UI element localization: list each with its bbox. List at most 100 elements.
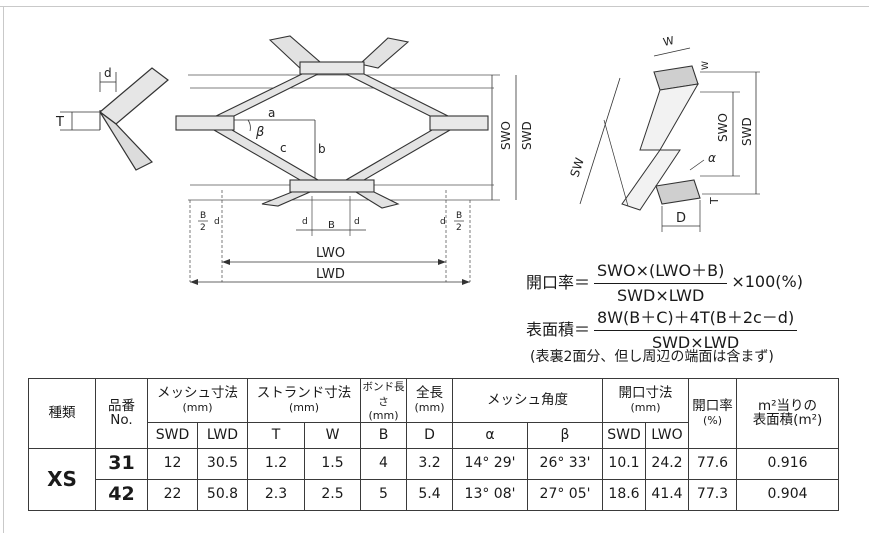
label-swd-right: SWD bbox=[740, 117, 754, 146]
header-strand: ストランド寸法 (mm) bbox=[247, 378, 361, 423]
cell-d: 3.2 bbox=[406, 447, 453, 480]
cell-d: 5.4 bbox=[406, 478, 453, 511]
open-ratio-fraction: SWO×(LWO＋B) SWD×LWD bbox=[594, 257, 728, 305]
header-item-no-line1: 品番 bbox=[108, 397, 135, 414]
surface-area-numerator: 8W(B＋C)＋4T(B＋2c－d) bbox=[594, 304, 798, 331]
cell-lwd: 30.5 bbox=[197, 447, 248, 480]
table-row: 42 22 50.8 2.3 2.5 5 5.4 13° 08' 27° 05'… bbox=[29, 478, 839, 511]
page-frame-top bbox=[0, 6, 869, 7]
header-item-no: 品番 No. bbox=[95, 378, 148, 449]
header-strand-unit: (mm) bbox=[288, 401, 319, 415]
header-t: T bbox=[247, 421, 305, 449]
open-ratio-numerator: SWO×(LWO＋B) bbox=[594, 257, 728, 284]
header-opening-unit: (mm) bbox=[630, 401, 661, 415]
cell-alpha: 14° 29' bbox=[452, 447, 528, 480]
open-ratio-formula: 開口率＝ SWO×(LWO＋B) SWD×LWD ×100(%) bbox=[526, 257, 803, 305]
header-alpha: α bbox=[452, 421, 528, 449]
cell-t: 1.2 bbox=[247, 447, 305, 480]
strand-side-view: SWO SWD W W SW α D T bbox=[568, 34, 760, 232]
header-strand-label: ストランド寸法 bbox=[256, 385, 352, 402]
header-mesh-unit: (mm) bbox=[182, 401, 213, 415]
surface-area-note: (表裏2面分、但し周辺の端面は含まず) bbox=[530, 349, 774, 365]
diamond-mesh-figure: a β c b SWO SWD B 2 d d B d d B 2 LWO bbox=[175, 35, 534, 285]
cell-beta: 27° 05' bbox=[527, 478, 603, 511]
label-two-left: 2 bbox=[200, 223, 206, 233]
cell-lwo: 41.4 bbox=[645, 478, 689, 511]
header-opening-swd: SWD bbox=[602, 421, 646, 449]
open-ratio-suffix: ×100(%) bbox=[731, 271, 803, 291]
label-t-left: T bbox=[55, 115, 64, 130]
label-w-side: W bbox=[701, 61, 711, 70]
surface-area-fraction: 8W(B＋C)＋4T(B＋2c－d) SWD×LWD bbox=[594, 304, 798, 352]
label-lwd: LWD bbox=[316, 267, 345, 282]
cell-swd: 12 bbox=[147, 447, 198, 480]
cell-ratio: 77.3 bbox=[688, 478, 737, 511]
label-d-left: d bbox=[104, 66, 112, 80]
label-c: c bbox=[280, 141, 287, 155]
cell-area: 0.904 bbox=[736, 478, 839, 511]
label-swd: SWD bbox=[520, 121, 534, 150]
label-w-top: W bbox=[662, 34, 675, 49]
label-a: a bbox=[268, 106, 275, 120]
label-t-right: T bbox=[708, 197, 721, 205]
label-lwo: LWO bbox=[316, 246, 345, 261]
cell-area: 0.916 bbox=[736, 447, 839, 480]
cell-b: 4 bbox=[360, 447, 407, 480]
header-bond-unit: (mm) bbox=[368, 408, 399, 422]
header-b: B bbox=[360, 421, 407, 449]
label-d-right: D bbox=[676, 211, 686, 226]
header-beta: β bbox=[527, 421, 603, 449]
table-row: XS 31 12 30.5 1.2 1.5 4 3.2 14° 29' 26° … bbox=[28, 447, 839, 511]
surface-area-denominator: SWD×LWD bbox=[651, 333, 740, 352]
cell-lwd: 50.8 bbox=[197, 478, 248, 511]
header-total: 全長 (mm) bbox=[406, 378, 453, 423]
label-d-mid-left: d bbox=[214, 217, 220, 227]
category-cell: XS bbox=[28, 447, 96, 511]
open-ratio-denominator: SWD×LWD bbox=[617, 286, 705, 305]
header-mesh-label: メッシュ寸法 bbox=[157, 385, 238, 402]
cell-swd: 22 bbox=[147, 478, 198, 511]
header-d: D bbox=[406, 421, 453, 449]
header-ratio-label: 開口率 bbox=[692, 398, 733, 415]
label-d-mid-right: d bbox=[440, 217, 446, 227]
cell-beta: 26° 33' bbox=[527, 447, 603, 480]
page-frame-left bbox=[3, 6, 4, 533]
header-ratio-unit: (%) bbox=[702, 414, 723, 428]
header-lwo: LWO bbox=[645, 421, 689, 449]
label-beta: β bbox=[255, 125, 264, 140]
label-b: b bbox=[318, 142, 326, 156]
expanded-metal-diagram: d T a β c b SWO SWD bbox=[55, 34, 760, 285]
label-two-right: 2 bbox=[456, 223, 462, 233]
surface-area-formula: 表面積＝ 8W(B＋C)＋4T(B＋2c－d) SWD×LWD bbox=[526, 304, 801, 352]
cell-opening-swd: 10.1 bbox=[602, 447, 646, 480]
header-area-line1: m²当りの bbox=[757, 397, 818, 414]
cell-b: 5 bbox=[360, 478, 407, 511]
label-b-half-left: B bbox=[200, 211, 206, 221]
header-area-line2: 表面積(m²) bbox=[752, 412, 823, 429]
label-swo: SWO bbox=[499, 121, 513, 150]
open-ratio-label: 開口率＝ bbox=[526, 273, 591, 292]
header-area: m²当りの 表面積(m²) bbox=[736, 378, 839, 449]
cell-opening-swd: 18.6 bbox=[602, 478, 646, 511]
cell-w: 2.5 bbox=[304, 478, 361, 511]
label-b-half-right: B bbox=[456, 211, 462, 221]
cell-alpha: 13° 08' bbox=[452, 478, 528, 511]
cell-w: 1.5 bbox=[304, 447, 361, 480]
header-angle: メッシュ角度 bbox=[452, 378, 603, 423]
label-swo-right: SWO bbox=[716, 113, 730, 142]
header-w: W bbox=[304, 421, 361, 449]
specification-table: 種類 品番 No. メッシュ寸法 (mm) ストランド寸法 (mm) ボンド長さ… bbox=[28, 378, 839, 511]
header-opening-label: 開口寸法 bbox=[618, 385, 673, 402]
header-total-label: 全長 bbox=[416, 385, 443, 402]
label-d-mid-b: d bbox=[354, 217, 360, 227]
label-sw: SW bbox=[568, 156, 587, 179]
label-alpha: α bbox=[708, 151, 716, 165]
header-type: 種類 bbox=[28, 378, 96, 449]
strand-cross-section-detail: d T bbox=[55, 66, 169, 171]
header-item-no-line2: No. bbox=[110, 412, 133, 429]
surface-area-label: 表面積＝ bbox=[526, 320, 591, 339]
header-bond-label: ボンド長さ bbox=[362, 381, 405, 408]
label-d-mid-a: d bbox=[302, 217, 308, 227]
header-bond: ボンド長さ (mm) bbox=[360, 378, 407, 423]
header-opening: 開口寸法 (mm) bbox=[602, 378, 689, 423]
